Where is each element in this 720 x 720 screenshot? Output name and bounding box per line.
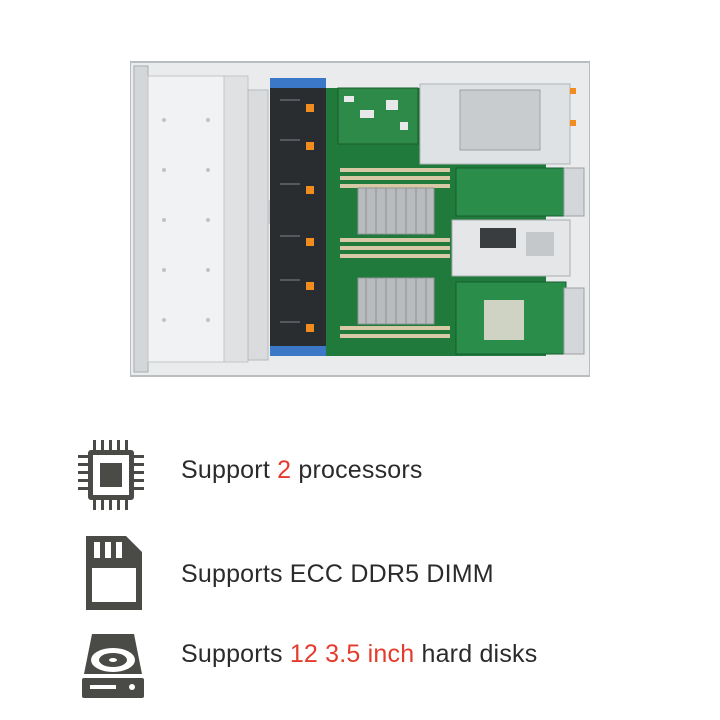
hard-disk-icon [82, 634, 144, 698]
processor-chip-icon [78, 440, 144, 510]
feature-memory: Supports ECC DDR5 DIMM [0, 534, 720, 624]
feature-processors-text: Support 2 processors [181, 456, 423, 484]
feature-processors: Support 2 processors [0, 438, 720, 528]
feature-hard-disks-text: Supports 12 3.5 inch hard disks [181, 640, 538, 668]
memory-card-icon [86, 536, 142, 610]
processor-count: 2 [277, 456, 292, 484]
feature-memory-text: Supports ECC DDR5 DIMM [181, 560, 494, 588]
feature-hard-disks: Supports 12 3.5 inch hard disks [0, 630, 720, 720]
server-chassis-image [130, 61, 590, 377]
disk-spec: 12 3.5 inch [289, 640, 415, 668]
